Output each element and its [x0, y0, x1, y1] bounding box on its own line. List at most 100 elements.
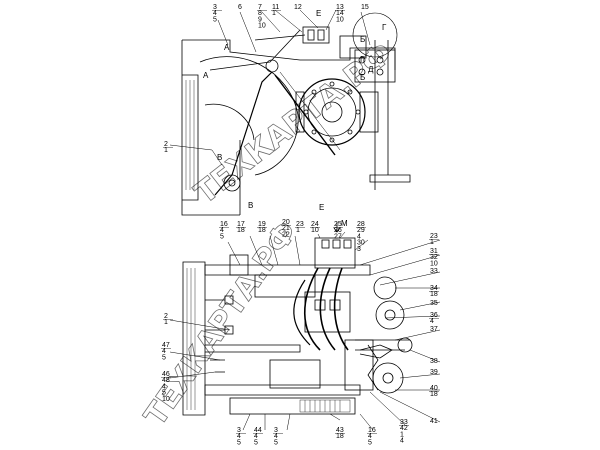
- section-mark-e-top: Е: [316, 9, 321, 18]
- callout-number: 22: [282, 231, 290, 238]
- callout-number: 31: [430, 248, 438, 255]
- callout-number: 4: [213, 10, 217, 17]
- bot-manifold: [304, 291, 351, 333]
- callout-number: 20: [282, 219, 290, 226]
- callout-number: 4: [368, 433, 372, 440]
- bot-lower-beam: [204, 384, 361, 396]
- callout-number: 7: [258, 4, 262, 11]
- bot-top-valve-block: [314, 237, 356, 269]
- callout-r41: 41: [430, 418, 438, 425]
- callout-number: 33: [400, 419, 408, 426]
- callout-r33: 33: [430, 268, 438, 275]
- section-mark-g1: Г: [382, 23, 387, 32]
- callout-number: 4: [162, 348, 166, 355]
- top-stamp-circle: [352, 12, 398, 58]
- callout-number: 17: [237, 221, 245, 228]
- top-hydraulic-rod-2: [279, 71, 341, 151]
- section-mark-g2: Г: [360, 55, 365, 64]
- top-wheel-left-clamp: [295, 91, 305, 133]
- callout-number: 44: [254, 427, 262, 434]
- bot-spring: [367, 344, 379, 391]
- callout-number: 40: [430, 385, 438, 392]
- callout-number: 41: [430, 418, 438, 425]
- callout-r39: 39: [430, 369, 438, 376]
- top-pivot-1: [265, 59, 279, 73]
- callout-number: 18: [430, 291, 438, 298]
- callout-number: 3: [357, 246, 361, 253]
- bottom-view: [169, 222, 441, 431]
- callout-number: 35: [430, 300, 438, 307]
- view-arrow: [333, 222, 341, 233]
- callout-number: 1: [164, 319, 168, 326]
- top-wheel-right-clamp: [359, 91, 379, 133]
- callout-number: 29: [357, 227, 365, 234]
- callout-r37: 37: [430, 326, 438, 333]
- watermark-upper: ТЕХКАРТА.РФ: [188, 36, 399, 212]
- callout-number: 4: [274, 433, 278, 440]
- callout-number: 16: [368, 427, 376, 434]
- bot-lower-box: [229, 397, 356, 415]
- bot-leaders: [169, 231, 441, 431]
- bot-frame-left: [182, 261, 206, 416]
- callout-number: 36: [430, 312, 438, 319]
- callout-number: 30: [357, 240, 365, 247]
- top-hydraulic-rod: [274, 74, 336, 156]
- view-arrow-label: М: [341, 219, 348, 228]
- bot-cylinder: [359, 344, 393, 359]
- top-clamp-rod: [254, 34, 306, 41]
- bot-left-fittings: [205, 299, 225, 373]
- callout-number: 19: [258, 221, 266, 228]
- bot-hub-top: [373, 276, 397, 300]
- callout-number: 2: [164, 141, 168, 148]
- section-mark-v1: В: [217, 153, 222, 162]
- callout-number: 4: [237, 433, 241, 440]
- callout-number: 47: [162, 342, 170, 349]
- callout-number: 10: [336, 16, 344, 23]
- callout-number: 6: [238, 4, 242, 11]
- callout-number: 46: [162, 371, 170, 378]
- callout-r38: 38: [430, 358, 438, 365]
- callout-number: 32: [430, 254, 438, 261]
- top-frame-hatch: [185, 80, 195, 190]
- callout-number: 5: [254, 439, 258, 446]
- callout-c12: 12: [294, 4, 302, 11]
- callout-number: 9: [258, 16, 262, 23]
- callout-number: 24: [311, 221, 319, 228]
- callout-number: 11: [272, 4, 279, 11]
- bot-hub-bot: [372, 362, 404, 394]
- callout-number: 48: [162, 377, 170, 384]
- callout-c15: 15: [361, 4, 369, 11]
- callout-number: 10: [430, 260, 438, 267]
- callout-r35: 35: [430, 300, 438, 307]
- callout-number: 1: [400, 431, 404, 438]
- section-mark-b1: Б: [360, 35, 365, 44]
- callout-number: 5: [368, 439, 372, 446]
- section-mark-v2: В: [248, 201, 253, 210]
- bot-left-bracket: [229, 254, 249, 276]
- callout-number: 10: [311, 227, 319, 234]
- section-mark-d: Д: [368, 65, 374, 74]
- top-wheel-inner: [321, 101, 343, 123]
- callout-number: 43: [336, 427, 344, 434]
